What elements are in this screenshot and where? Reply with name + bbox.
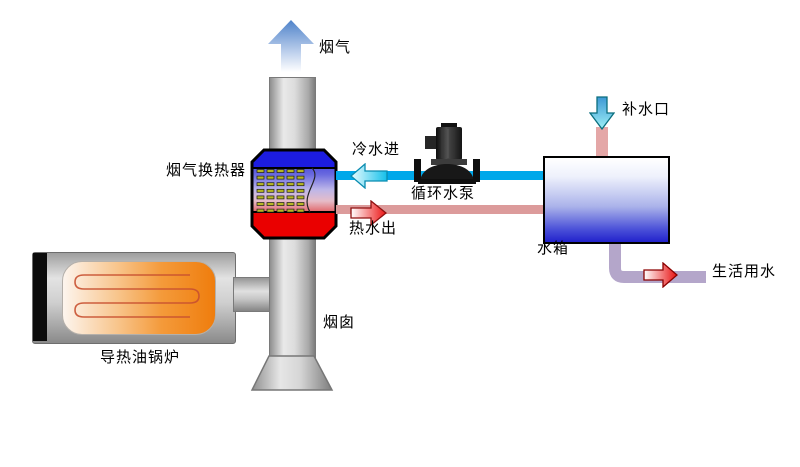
boiler-label: 导热油锅炉 xyxy=(100,350,181,366)
domestic-water-label: 生活用水 xyxy=(712,264,777,280)
flue-gas-heat-exchanger-icon xyxy=(250,148,338,240)
boiler-flue-connector xyxy=(233,277,273,312)
makeup-water-pipe xyxy=(596,127,608,158)
domestic-water-pipe xyxy=(609,240,706,283)
boiler-combustion-chamber xyxy=(62,261,216,335)
makeup-water-arrow-icon xyxy=(589,96,615,130)
boiler-coil-icon xyxy=(74,274,200,318)
hot-water-arrow-icon xyxy=(350,200,387,226)
flue-gas-arrow-icon xyxy=(268,20,314,72)
cold-water-arrow-icon xyxy=(350,163,388,189)
boiler-endcap xyxy=(33,253,47,341)
chimney-base xyxy=(250,355,334,391)
cold-water-in-label: 冷水进 xyxy=(352,142,401,158)
domestic-water-arrow-icon xyxy=(643,262,678,288)
makeup-water-label: 补水口 xyxy=(622,102,671,118)
circulating-pump-icon xyxy=(414,123,480,184)
water-tank-label: 水箱 xyxy=(537,241,570,257)
hot-water-out-label: 热水出 xyxy=(349,221,398,237)
flue-gas-label: 烟气 xyxy=(319,40,352,56)
heat-exchanger-label: 烟气换热器 xyxy=(166,163,247,179)
water-tank xyxy=(543,156,670,244)
tube-bundle-icon xyxy=(256,169,305,213)
chimney-label: 烟囱 xyxy=(323,315,356,331)
circulating-pump-label: 循环水泵 xyxy=(411,186,476,202)
hot-water-pipe xyxy=(336,205,543,214)
